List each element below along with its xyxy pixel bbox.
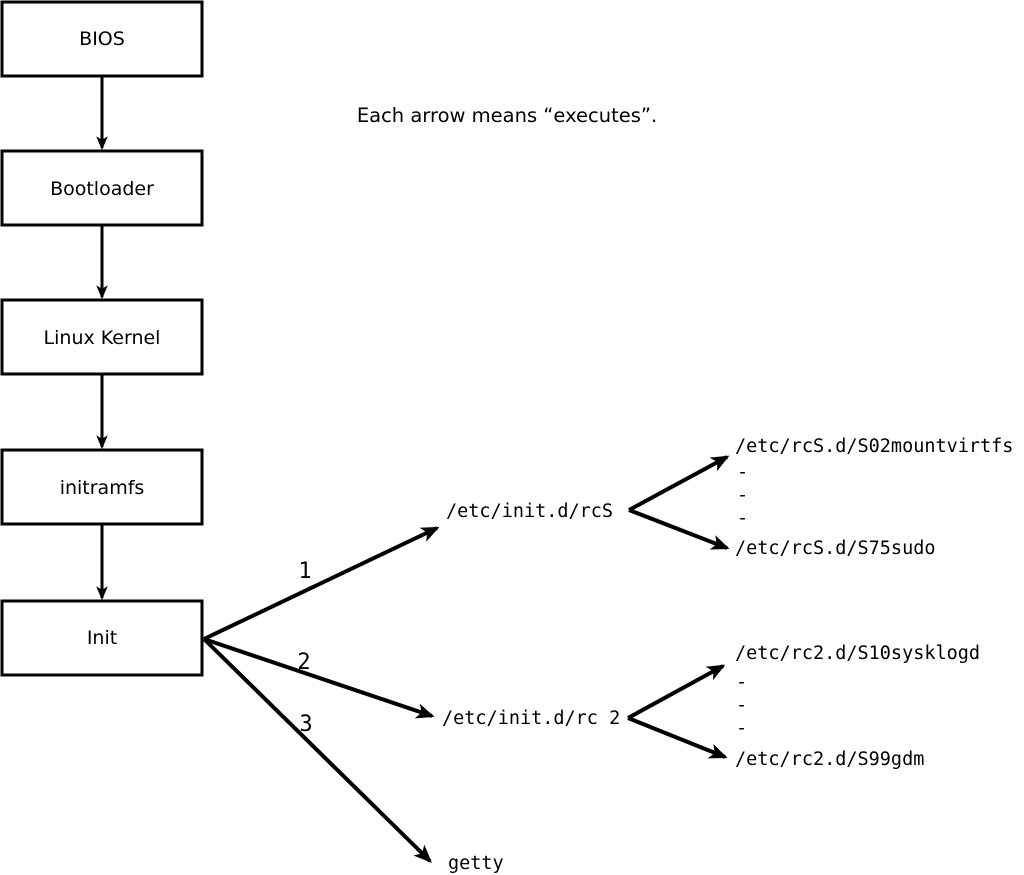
bios-label: BIOS <box>79 28 125 50</box>
box-initramfs: initramfs <box>0 448 204 526</box>
box-init: Init <box>0 599 204 677</box>
rcs-first-entry: /etc/rcS.d/S02mountvirtfs <box>735 436 1013 457</box>
rcs-last-entry: /etc/rcS.d/S75sudo <box>735 538 935 559</box>
bootloader-box <box>0 149 204 227</box>
box-bootloader: Bootloader <box>0 149 204 227</box>
box-bios: BIOS <box>0 0 204 78</box>
branch-order-2: 2 <box>297 650 310 675</box>
getty-label: getty <box>448 853 504 874</box>
rc2-ellipsis-dash: - <box>736 672 747 693</box>
arrow-rc2-to-s99 <box>627 716 728 759</box>
rc2-first-entry: /etc/rc2.d/S10sysklogd <box>735 643 980 664</box>
rc2-last-entry: /etc/rc2.d/S99gdm <box>735 749 924 770</box>
arrow-init-to-getty <box>202 637 432 863</box>
rc2-ellipsis-dash: - <box>736 695 747 716</box>
box-linux-kernel: Linux Kernel <box>0 298 204 376</box>
init-label: Init <box>87 627 117 649</box>
init-box <box>0 599 204 677</box>
rc2-ellipsis-dash: - <box>736 718 747 739</box>
initramfs-box <box>0 448 204 526</box>
rcs-script-label: /etc/init.d/rcS <box>446 501 613 522</box>
rcs-ellipsis-dash: - <box>737 462 748 483</box>
bootloader-label: Bootloader <box>50 178 154 200</box>
rcs-ellipsis-dash: - <box>737 485 748 506</box>
bios-box <box>0 0 204 78</box>
arrow-rc2-to-s10 <box>627 664 726 720</box>
initramfs-label: initramfs <box>60 477 145 499</box>
arrow-init-to-rcs <box>203 526 440 641</box>
arrow-rcs-to-s02 <box>628 455 730 512</box>
branch-order-1: 1 <box>298 559 311 584</box>
rc2-script-label: /etc/init.d/rc 2 <box>442 708 620 729</box>
arrow-rcs-to-s75 <box>628 508 730 550</box>
note-executes: Each arrow means “executes”. <box>357 104 657 127</box>
branch-order-3: 3 <box>299 712 312 737</box>
arrow-init-to-rc2 <box>203 637 435 719</box>
rcs-ellipsis-dash: - <box>737 508 748 529</box>
linux-kernel-label: Linux Kernel <box>44 327 161 349</box>
